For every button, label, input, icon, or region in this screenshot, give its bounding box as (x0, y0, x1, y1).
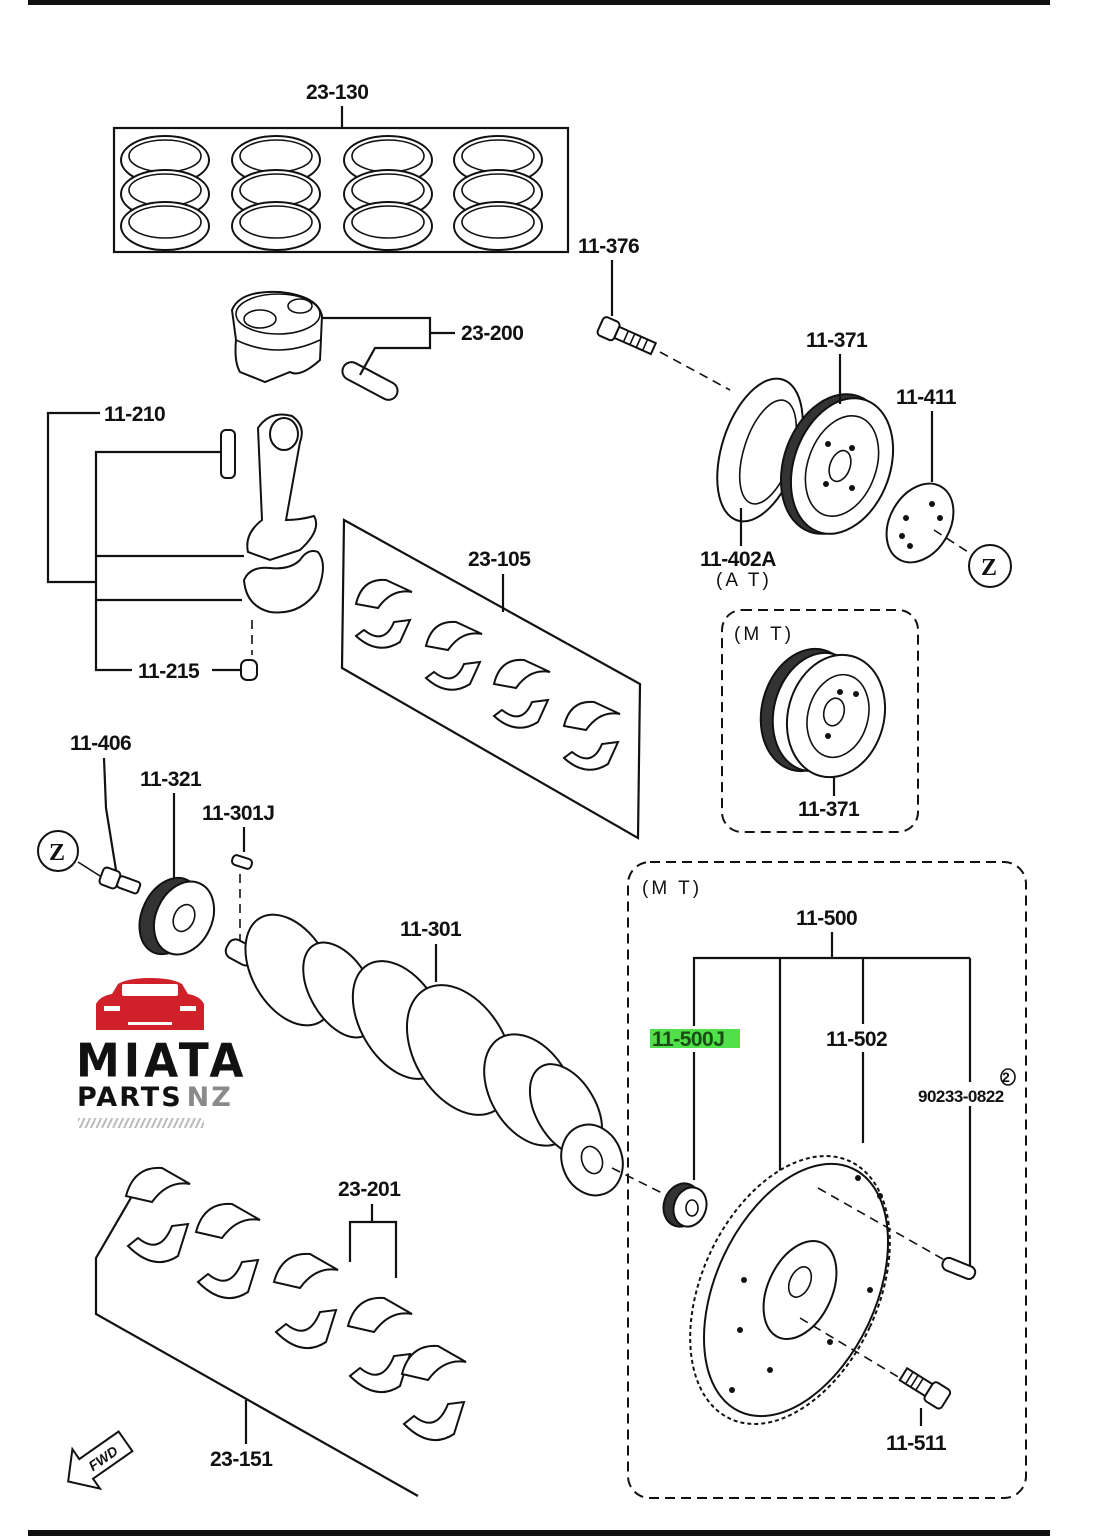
timing-group: 11-406 Z 11-321 11-301J (37, 732, 275, 956)
key-icon (230, 854, 254, 870)
flywheel-bolt-icon (898, 1366, 952, 1410)
conrod-bearings-box (340, 518, 642, 840)
top-border-bar (28, 0, 1050, 5)
svg-text:Z: Z (49, 840, 65, 866)
conrod-icon (246, 413, 318, 562)
logo-parts: PARTS (77, 1082, 183, 1113)
callout-11-511[interactable]: 11-511 (886, 1432, 947, 1455)
dowel-pin-icon (941, 1256, 977, 1281)
callout-11-406[interactable]: 11-406 (70, 732, 132, 755)
bearing-shell-icon (562, 700, 621, 771)
pulley-at-group: 11-376 11-371 11-402A (A T) 11-411 Z (578, 235, 1012, 591)
pulley-bolt-icon (596, 316, 658, 356)
logo-stripes (78, 1118, 204, 1128)
flywheel-mt-box (627, 861, 1027, 1499)
callout-23-200[interactable]: 23-200 (461, 322, 524, 345)
bearing-shell-icon (492, 658, 551, 729)
main-bearings-tray (94, 1195, 419, 1497)
highlight-11-500j (650, 1029, 740, 1048)
note-mt-flywheel: (M T) (642, 878, 702, 899)
conrod-nut-icon (240, 659, 258, 681)
bearing-shell-icon (424, 620, 483, 691)
z-marker-left-icon (37, 830, 79, 872)
piston-ring-set-icon (453, 135, 543, 251)
note-mt-pulley: (M T) (734, 624, 794, 645)
piston-rings-group: 23-130 (112, 81, 570, 254)
connecting-rod-group: 11-210 11-215 (46, 403, 324, 683)
main-bearing-shell-icon (346, 1296, 413, 1394)
bearing-shell-icon (354, 578, 413, 649)
callout-11-402a[interactable]: 11-402A (700, 548, 777, 571)
piston-ring-sets (120, 135, 543, 251)
crankshaft-icon (224, 913, 624, 1197)
dowel-quantity: 2 (1002, 1069, 1010, 1085)
callout-23-105[interactable]: 23-105 (468, 548, 532, 571)
callout-23-151[interactable]: 23-151 (210, 1448, 274, 1471)
logo-title: MIATA (76, 1034, 248, 1089)
main-bearing-shell-icon (194, 1202, 261, 1300)
pulley-mt-icon (785, 653, 887, 779)
piston-pin-icon (341, 361, 399, 401)
conrod-bearings-group: 23-105 (340, 518, 642, 840)
pulley-at-icon (789, 397, 895, 535)
conrod-cap-icon (242, 550, 324, 614)
pilot-bearing-icon (672, 1186, 708, 1228)
piston-rings-box (112, 126, 570, 254)
conrod-bearing-shells (354, 578, 621, 771)
piston-ring-set-icon (120, 135, 210, 251)
svg-text:Z: Z (981, 555, 997, 581)
callout-11-210[interactable]: 11-210 (104, 403, 166, 426)
logo-car-icon (96, 978, 204, 1030)
flywheel-group: (M T) 11-500 11-500J 11-502 90233-0822 2 (611, 861, 1027, 1499)
pulley-mt-box (721, 609, 919, 833)
bottom-border-bar (28, 1530, 1050, 1536)
flywheel-icon (689, 1155, 891, 1425)
callout-11-500[interactable]: 11-500 (796, 907, 858, 930)
callout-11-500j[interactable]: 11-500J (652, 1028, 725, 1051)
timing-bolt-icon (98, 866, 142, 895)
main-bearing-shells (124, 1166, 467, 1442)
crankshaft-group: 11-301 (224, 913, 624, 1197)
pulley-plate-icon (885, 482, 955, 564)
piston-group: 23-200 (230, 290, 524, 401)
callout-90233-0822[interactable]: 90233-0822 (918, 1087, 1004, 1106)
callout-11-411[interactable]: 11-411 (896, 386, 957, 409)
callout-11-371-at[interactable]: 11-371 (806, 329, 869, 352)
callout-23-201[interactable]: 23-201 (338, 1178, 402, 1201)
note-at: (A T) (716, 570, 772, 591)
callout-11-502[interactable]: 11-502 (826, 1028, 888, 1051)
callout-11-301j[interactable]: 11-301J (202, 802, 275, 825)
timing-gear-icon (152, 880, 216, 956)
z-marker-icon (968, 544, 1012, 588)
piston-ring-set-icon (343, 135, 433, 251)
piston-ring-set-icon (231, 135, 321, 251)
main-bearing-shell-icon (124, 1166, 191, 1264)
callout-11-301[interactable]: 11-301 (400, 918, 463, 941)
fwd-arrow-icon: FWD (67, 1430, 134, 1491)
callout-11-215[interactable]: 11-215 (138, 660, 201, 683)
callout-11-376[interactable]: 11-376 (578, 235, 640, 258)
conrod-bolt-icon (220, 429, 236, 479)
pulley-mt-group: (M T) 11-371 (721, 609, 919, 833)
callout-11-321[interactable]: 11-321 (140, 768, 203, 791)
main-bearing-shell-icon (272, 1252, 339, 1350)
logo-nz: NZ (186, 1082, 233, 1113)
piston-icon (230, 290, 324, 384)
main-bearings-group: 23-201 23-151 FWD (67, 1166, 467, 1497)
callout-23-130[interactable]: 23-130 (306, 81, 369, 104)
main-bearing-shell-icon (400, 1344, 467, 1442)
callout-11-371-mt[interactable]: 11-371 (798, 798, 861, 821)
